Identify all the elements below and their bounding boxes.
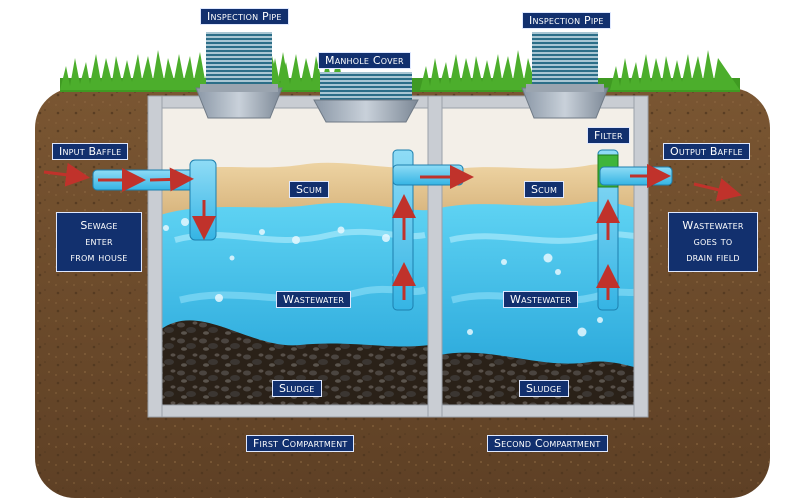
output-baffle-label: Output Baffle xyxy=(663,143,750,160)
filter-label: Filter xyxy=(587,127,630,144)
sewage-enter-label: Sewage enter from house xyxy=(56,212,142,272)
inspection-pipe-left-shape xyxy=(195,32,283,119)
manhole-cover-label: Manhole Cover xyxy=(318,52,411,69)
wastewater-second-label: Wastewater xyxy=(503,291,579,308)
inspection-pipe-right-label: Inspection Pipe xyxy=(522,12,611,29)
first-compartment-label: First Compartment xyxy=(246,435,355,452)
scum-first-label: Scum xyxy=(289,181,330,198)
inspection-pipe-left-label: Inspection Pipe xyxy=(200,8,289,25)
scum-second-label: Scum xyxy=(524,181,565,198)
input-baffle-label: Input Baffle xyxy=(52,143,129,160)
wastewater-goes-label: Wastewater goes to drain field xyxy=(668,212,758,272)
sludge-second-label: Sludge xyxy=(519,380,569,397)
wastewater-first-label: Wastewater xyxy=(276,291,352,308)
sludge-first-label: Sludge xyxy=(272,380,322,397)
inspection-pipe-right-shape xyxy=(521,32,609,119)
sludge-first xyxy=(160,320,430,408)
flow-arrow-icon xyxy=(43,162,742,300)
second-compartment-label: Second Compartment xyxy=(487,435,608,452)
manhole-cover-shape xyxy=(313,72,419,123)
